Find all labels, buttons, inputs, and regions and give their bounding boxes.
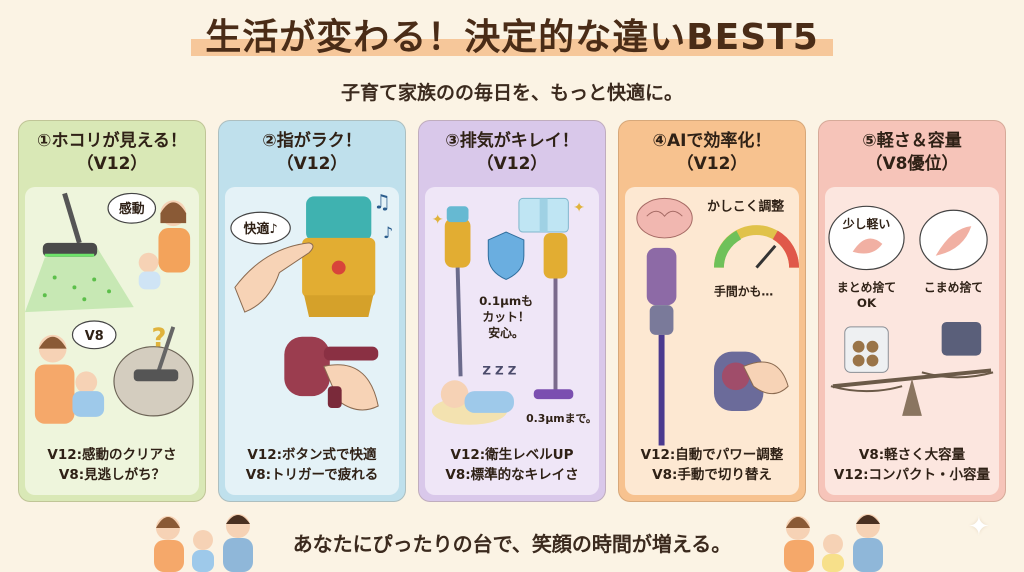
bubble-text: 少し軽い [842, 217, 891, 231]
card-heading-line2: （V12） [276, 154, 348, 174]
card-dust-visible: ①ホコリが見える！ （V12） 感動 [18, 120, 206, 502]
card-heading: ①ホコリが見える！ （V12） [19, 121, 205, 185]
card-heading: ④AIで効率化！ （V12） [619, 121, 805, 185]
card-caption: V12:ボタン式で快適 V8:トリガーで疲れる [225, 445, 399, 485]
caption-line2: V8:手動で切り替え [652, 467, 772, 483]
caption-line2: V8:標準的なキレイさ [445, 467, 579, 483]
feather-icon [935, 226, 972, 256]
mother-baby-illustration-2 [34, 334, 105, 424]
brain-icon [636, 197, 693, 239]
gift-icon [518, 197, 569, 233]
gauge-icon [713, 225, 799, 269]
label-ok: OK [857, 296, 877, 310]
label-tema: 手間かも… [714, 284, 773, 298]
cards-container: ①ホコリが見える！ （V12） 感動 [18, 120, 1008, 502]
card-caption: V12:自動でパワー調整 V8:手動で切り替え [625, 445, 799, 485]
sparkle-icon: ✦ [573, 200, 585, 216]
sparkle-icon: ✦ [968, 512, 990, 542]
mother-baby-illustration [138, 200, 191, 290]
card-heading: ⑤軽さ＆容量 （V8優位） [819, 121, 1005, 185]
question-mark-icon: ? [152, 324, 167, 354]
speech-bubble-kandou: 感動 [107, 192, 157, 224]
caption-line1: V12:自動でパワー調整 [640, 447, 784, 463]
card-ai-efficiency: ④AIで効率化！ （V12） かしこく調整 手間かも… [618, 120, 806, 502]
sleep-zzz: Z Z Z [482, 363, 516, 377]
card-caption: V8:軽さく大容量 V12:コンパクト・小容量 [825, 445, 999, 485]
card-body: 快適♪ ♫ ♪ [225, 187, 399, 495]
title-wrap: 生活が変わる！決定的な違いBEST5 [0, 8, 1024, 60]
caption-line1: V12:衛生レベルUP [450, 447, 574, 463]
dust-illustration: 感動 [25, 192, 194, 424]
card-body: 感動 [25, 187, 199, 495]
exhaust-illustration: ✦ ✦ 0.1μmも カット！ 安心。 Z Z Z 0.3μmまで。 [431, 197, 597, 425]
shield-icon [487, 231, 525, 280]
card-body: かしこく調整 手間かも… [625, 187, 799, 495]
v8-trigger-illustration [284, 336, 379, 411]
family-illustration-right [784, 514, 883, 572]
dusty-vacuum-icon: ? [113, 324, 194, 417]
weight-illustration: 少し軽い まとめ捨て OK こまめ捨て [828, 205, 994, 416]
ai-illustration: かしこく調整 手間かも… [636, 197, 799, 446]
music-note-icon: ♪ [383, 223, 393, 242]
card-heading: ②指がラク！ （V12） [219, 121, 405, 185]
footer-message: あなたにぴったりの台で、笑顔の時間が増える。 [292, 532, 732, 556]
label-03um: 0.3μmまで。 [526, 412, 597, 425]
speech-bubble-light: 少し軽い [828, 205, 905, 271]
page-subtitle: 子育て家族のの毎日を、もっと快適に。 [340, 82, 683, 104]
caption-line2: V12:コンパクト・小容量 [833, 467, 991, 483]
speech-bubble-kaiteki: 快適♪ [230, 211, 291, 245]
speech-bubble-v8: V8 [71, 320, 117, 350]
family-illustration-left [154, 514, 253, 572]
vacuum-icon [42, 192, 98, 257]
bubble-text: 快適♪ [244, 221, 278, 237]
hand-dial-icon [713, 351, 789, 411]
sleeping-baby-illustration [431, 380, 514, 425]
bubble-text: 感動 [119, 201, 145, 217]
caption-line1: V12:感動のクリアさ [47, 447, 177, 463]
bubble-text: V8 [85, 329, 104, 344]
card-body: ✦ ✦ 0.1μmも カット！ 安心。 Z Z Z 0.3μmまで。 V12:衛… [425, 187, 599, 495]
card-easy-finger: ②指がラク！ （V12） 快適♪ ♫ ♪ [218, 120, 406, 502]
vacuum-body-icon [302, 196, 376, 318]
label-kashikoku: かしこく調整 [707, 198, 784, 214]
card-heading-line2: （V12） [476, 154, 548, 174]
card-heading-line1: ③排気がキレイ！ [445, 131, 579, 151]
card-heading-line1: ④AIで効率化！ [652, 131, 772, 151]
label-anshin: 安心。 [488, 326, 524, 340]
vacuum-icon [444, 206, 471, 377]
caption-line2: V8:見逃しがち？ [58, 467, 166, 483]
card-heading-line2: （V12） [676, 154, 748, 174]
caption-line2: V8:トリガーで疲れる [245, 467, 379, 483]
sparkle-icon: ✦ [432, 212, 444, 228]
vacuum-icon [533, 232, 574, 400]
button-illustration: 快適♪ ♫ ♪ [230, 190, 393, 411]
hand-icon [234, 242, 314, 313]
feather-bubble [919, 209, 988, 271]
laser-light [25, 242, 134, 313]
card-clean-exhaust: ③排気がキレイ！ （V12） [418, 120, 606, 502]
label-komame: こまめ捨て [924, 280, 983, 294]
label-01um: 0.1μmも [479, 294, 533, 308]
card-heading-line1: ①ホコリが見える！ [37, 131, 187, 151]
card-weight-capacity: ⑤軽さ＆容量 （V8優位） 少し軽い まとめ捨て OK こまめ捨て [818, 120, 1006, 502]
page-title: 生活が変わる！決定的な違いBEST5 [191, 8, 833, 60]
card-body: 少し軽い まとめ捨て OK こまめ捨て [825, 187, 999, 495]
label-matome: まとめ捨て [837, 280, 896, 294]
card-heading-line2: （V12） [76, 154, 148, 174]
scale-icon [830, 321, 994, 416]
card-caption: V12:衛生レベルUP V8:標準的なキレイさ [425, 445, 599, 485]
card-heading: ③排気がキレイ！ （V12） [419, 121, 605, 185]
feather-icon [852, 238, 883, 254]
music-note-icon: ♫ [373, 190, 391, 213]
card-heading-line1: ②指がラク！ [262, 131, 362, 151]
dust-dots [42, 275, 112, 302]
vacuum-icon [646, 247, 677, 446]
caption-line1: V12:ボタン式で快適 [247, 447, 377, 463]
label-cut: カット！ [482, 310, 529, 324]
card-heading-line2: （V8優位） [865, 154, 959, 174]
card-caption: V12:感動のクリアさ V8:見逃しがち？ [25, 445, 199, 485]
caption-line1: V8:軽さく大容量 [858, 447, 966, 463]
card-heading-line1: ⑤軽さ＆容量 [862, 131, 962, 151]
